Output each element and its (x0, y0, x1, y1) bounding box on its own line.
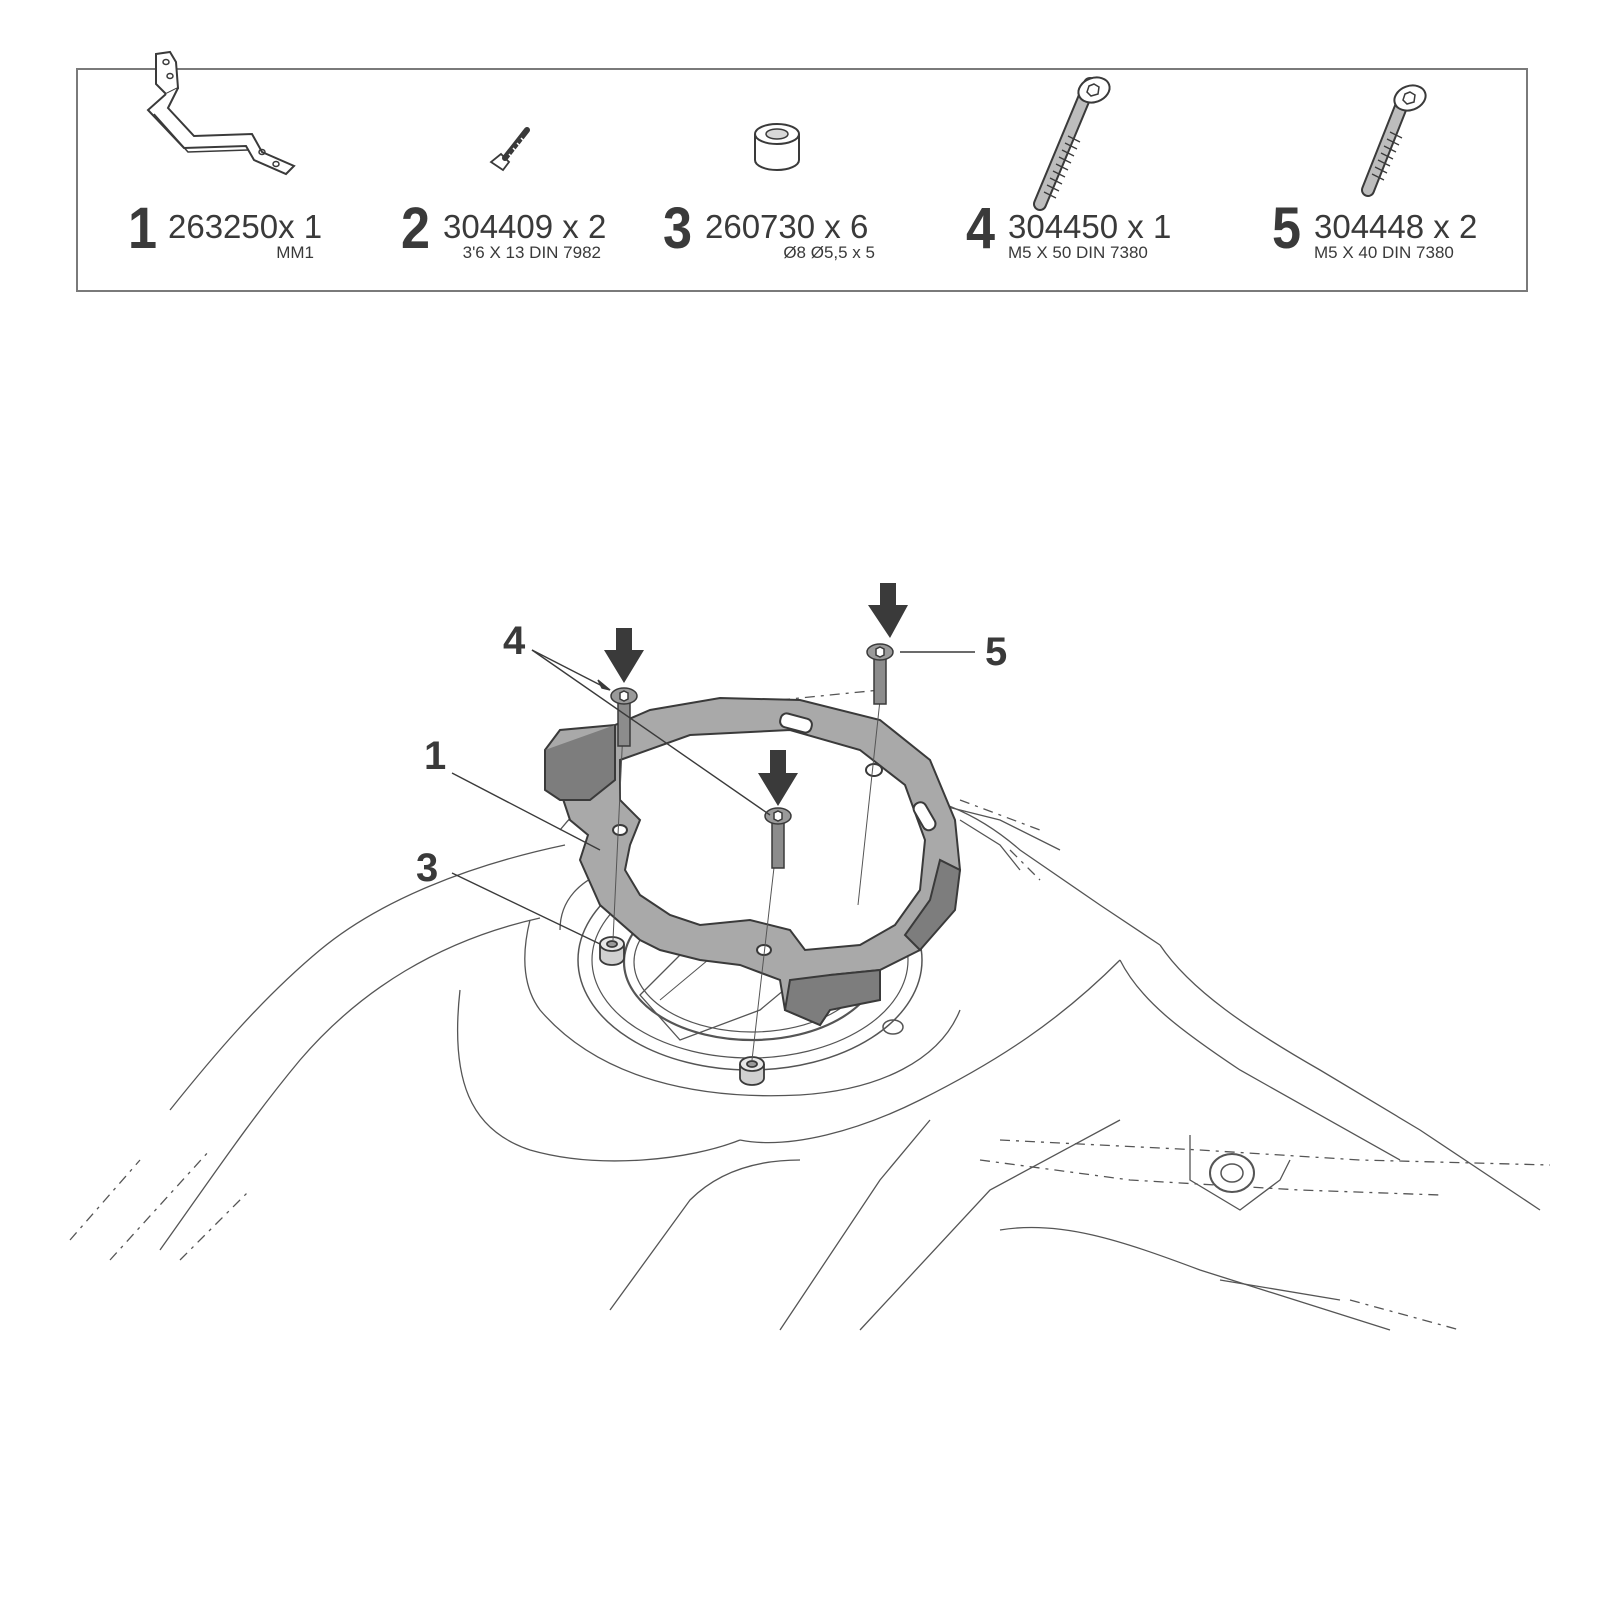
part-item-3: 3 260730 x 6 Ø8 Ø5,5 x 5 (663, 70, 903, 290)
tank-ring-bracket (544, 696, 962, 1027)
part-number: 3 (663, 196, 693, 261)
assembly-axis-lines (612, 699, 881, 1061)
callout-leader-lines (451, 649, 975, 945)
part-spec: MM1 (276, 243, 314, 262)
tank-ring-bracket-icon (146, 50, 296, 176)
part-number: 2 (401, 196, 431, 261)
bolt-icon (1361, 84, 1427, 197)
part-code: 260730 x 6 (705, 208, 869, 245)
part-spec: M5 X 40 DIN 7380 (1314, 243, 1454, 262)
long-bolt-icon (1033, 76, 1111, 211)
part-code: 263250x 1 (168, 208, 323, 245)
part-spec: M5 X 50 DIN 7380 (1008, 243, 1148, 262)
part-code: 304448 x 2 (1314, 208, 1478, 245)
callout-label-5: 5 (985, 630, 1008, 674)
part-number: 4 (966, 196, 996, 261)
callout-label-3: 3 (416, 846, 439, 890)
callout-label-1: 1 (424, 734, 447, 778)
fuel-tank-outline (69, 689, 1551, 1331)
part-item-4: 4 304450 x 1 M5 X 50 DIN 7380 (966, 70, 1226, 290)
part-code: 304450 x 1 (1008, 208, 1172, 245)
parts-list-box: 1 263250x 1 MM1 2 304409 x 2 3'6 X 13 DI… (76, 50, 1528, 292)
part-item-1: 1 263250x 1 MM1 (128, 50, 378, 290)
down-arrow-icon (604, 583, 908, 806)
spacer-icon (754, 123, 800, 171)
part-number: 1 (128, 196, 158, 261)
self-tapping-screw-icon (489, 127, 530, 172)
part-code: 304409 x 2 (443, 208, 607, 245)
part-spec: 3'6 X 13 DIN 7982 (462, 243, 601, 262)
bolt-icon (610, 643, 894, 869)
callout-label-4: 4 (503, 619, 526, 663)
part-number: 5 (1272, 196, 1302, 261)
part-spec: Ø8 Ø5,5 x 5 (783, 243, 875, 262)
part-item-5: 5 304448 x 2 M5 X 40 DIN 7380 (1272, 70, 1512, 290)
part-item-2: 2 304409 x 2 3'6 X 13 DIN 7982 (401, 70, 641, 290)
